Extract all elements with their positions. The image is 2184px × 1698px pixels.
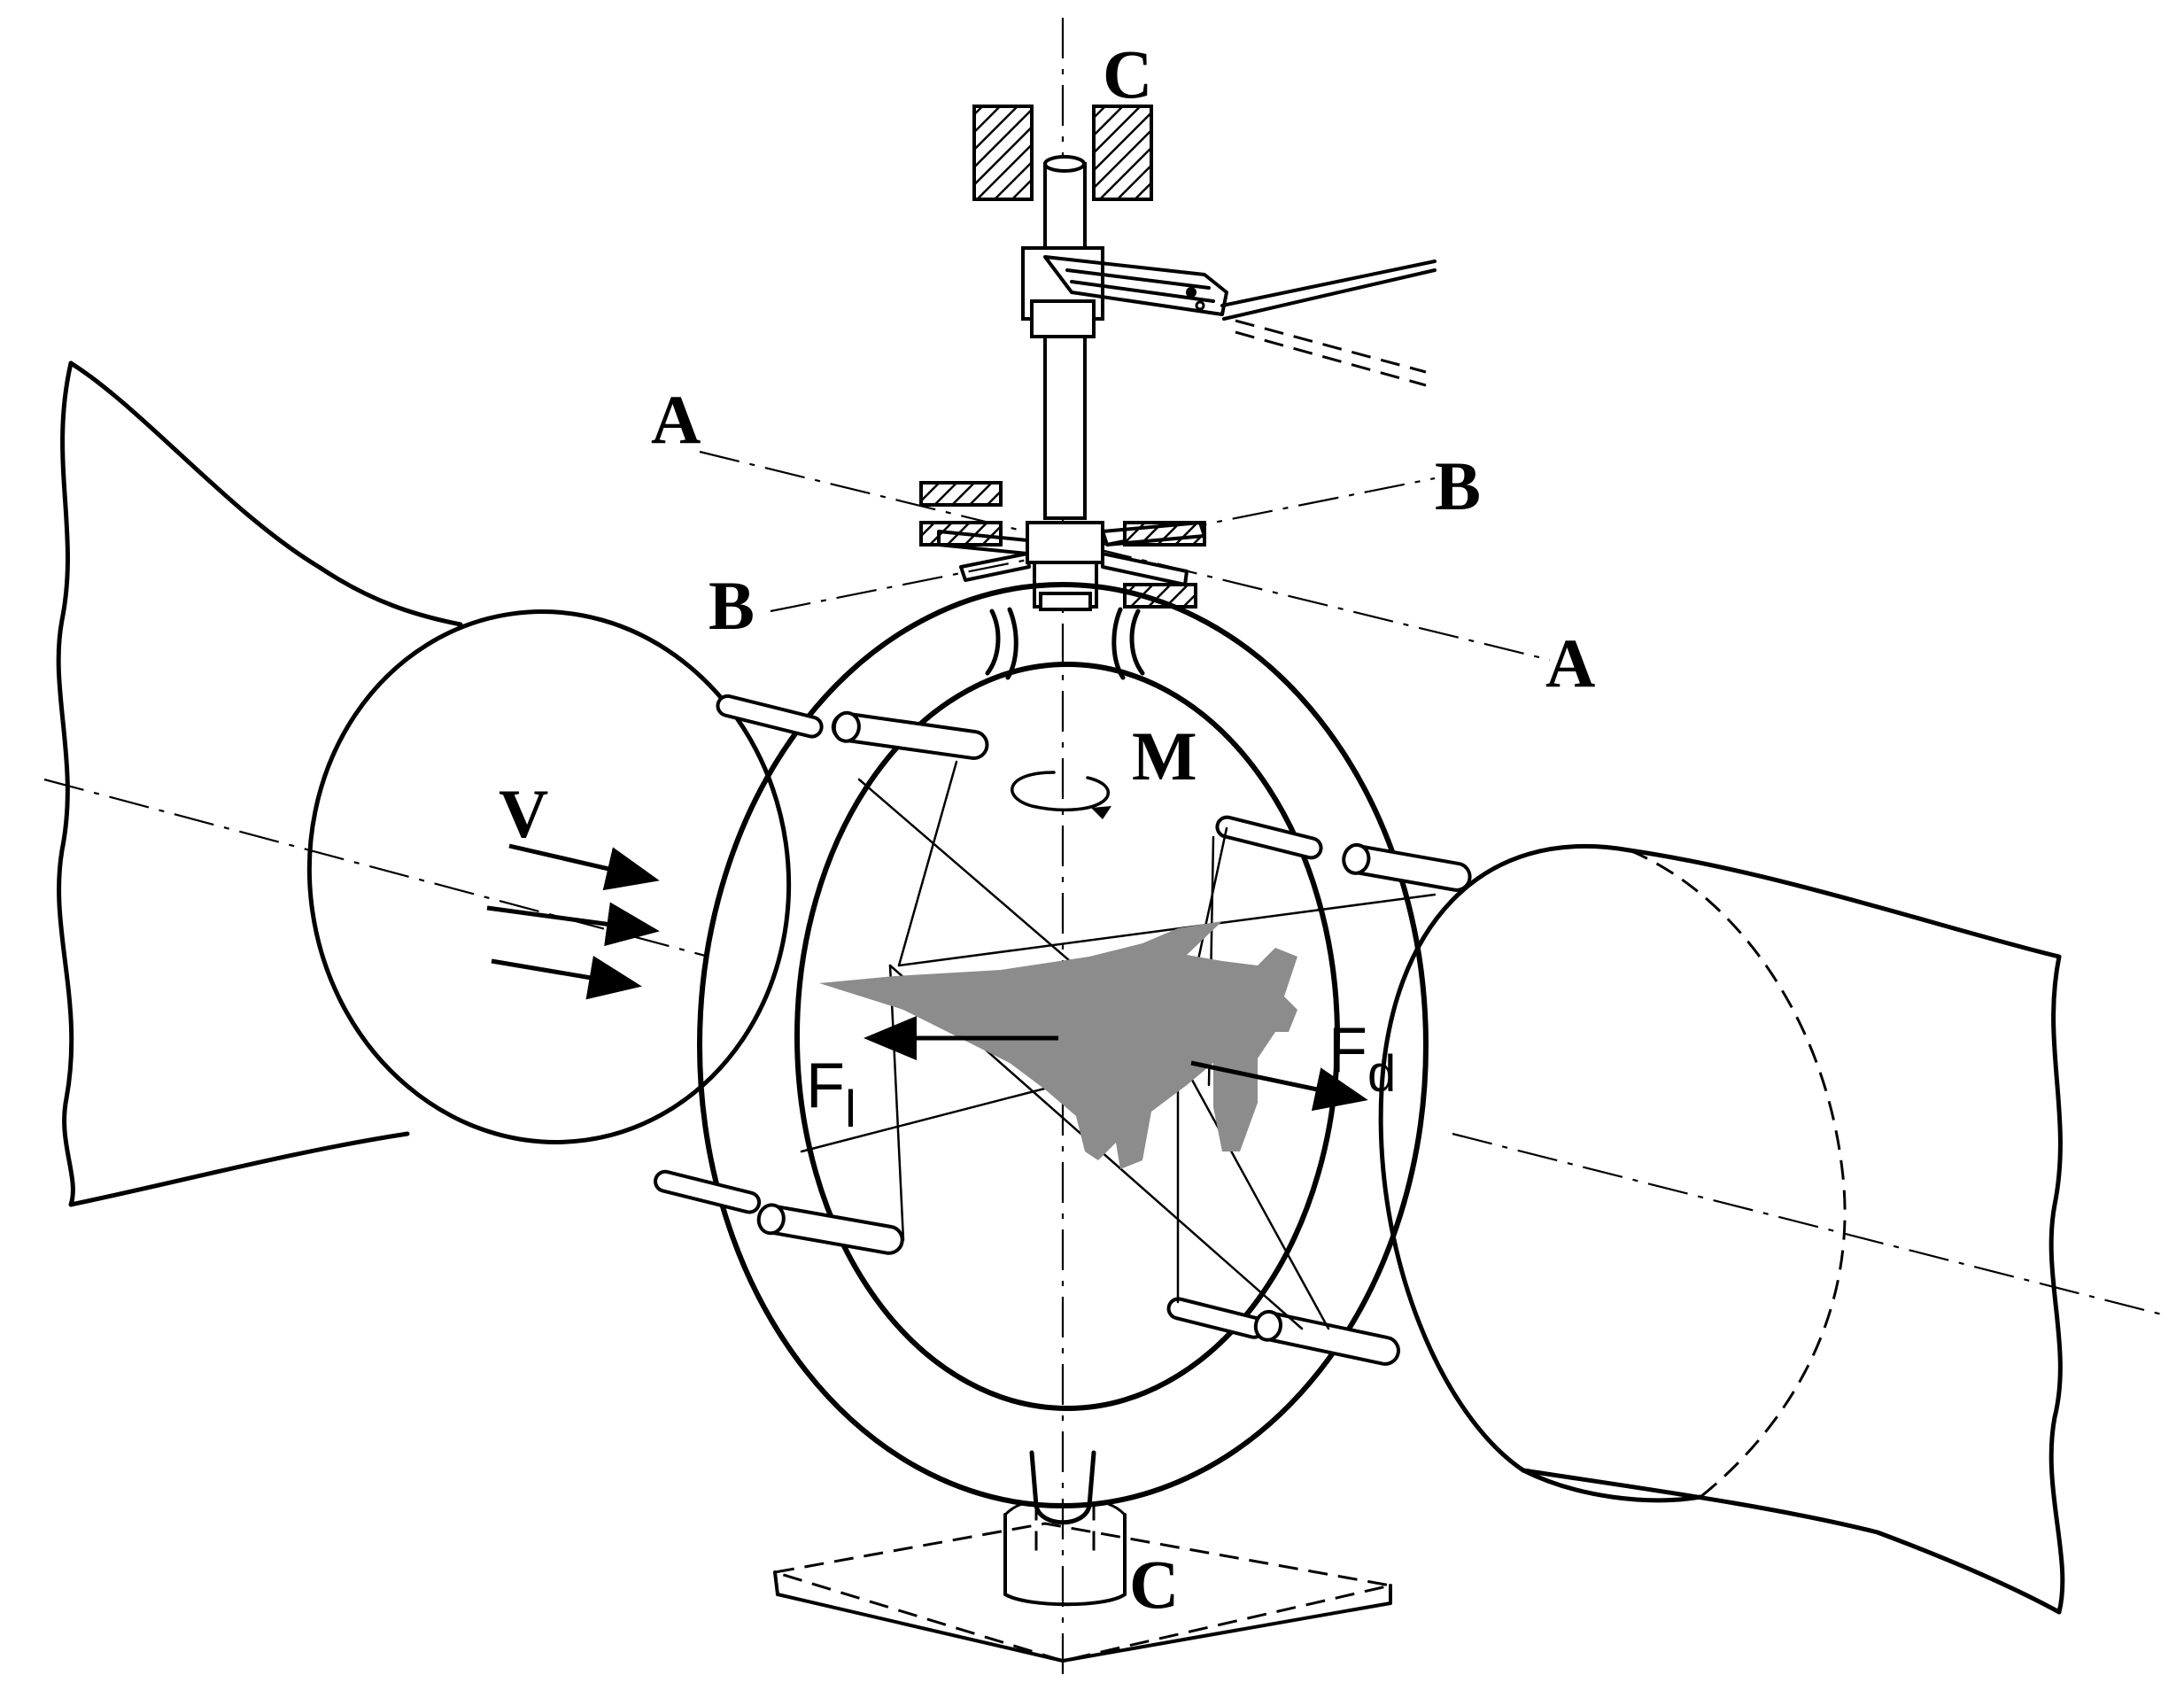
pivot-assembly [919,481,1206,611]
flow-axis [43,778,2166,1317]
label-c-top: C [1103,35,1152,112]
label-force-drag-sub: d [1367,1045,1396,1103]
curved-arrow-icon [1011,771,1111,819]
label-force-drag-main: F [1328,1015,1367,1086]
label-force-lift-main: F [806,1051,845,1121]
label-m: M [1132,717,1197,795]
ring-pins [654,694,1472,1366]
inlet-nozzle [56,361,792,1207]
lever-arm [1043,255,1437,387]
label-force-lift-sub: l [845,1081,856,1138]
label-a-left: A [651,381,701,458]
force-drag-arrow [1190,1060,1368,1112]
diffuser-duct [1378,844,2065,1615]
axis-a-a [699,450,1551,662]
labels: C A B B A M V Fl Fd C [499,35,1595,1623]
aircraft-model [819,921,1297,1169]
label-v: V [499,775,548,852]
vertical-shaft [1021,155,1104,520]
label-b-left: B [709,567,755,644]
label-c-bottom: C [1129,1546,1179,1623]
flow-arrows [486,843,660,1000]
base-support [773,1501,1392,1663]
label-force-lift: Fl [806,1051,856,1138]
label-a-right: A [1545,624,1595,702]
label-b-right: B [1435,447,1481,524]
label-force-drag: Fd [1328,1015,1396,1103]
top-bearing [972,105,1153,201]
